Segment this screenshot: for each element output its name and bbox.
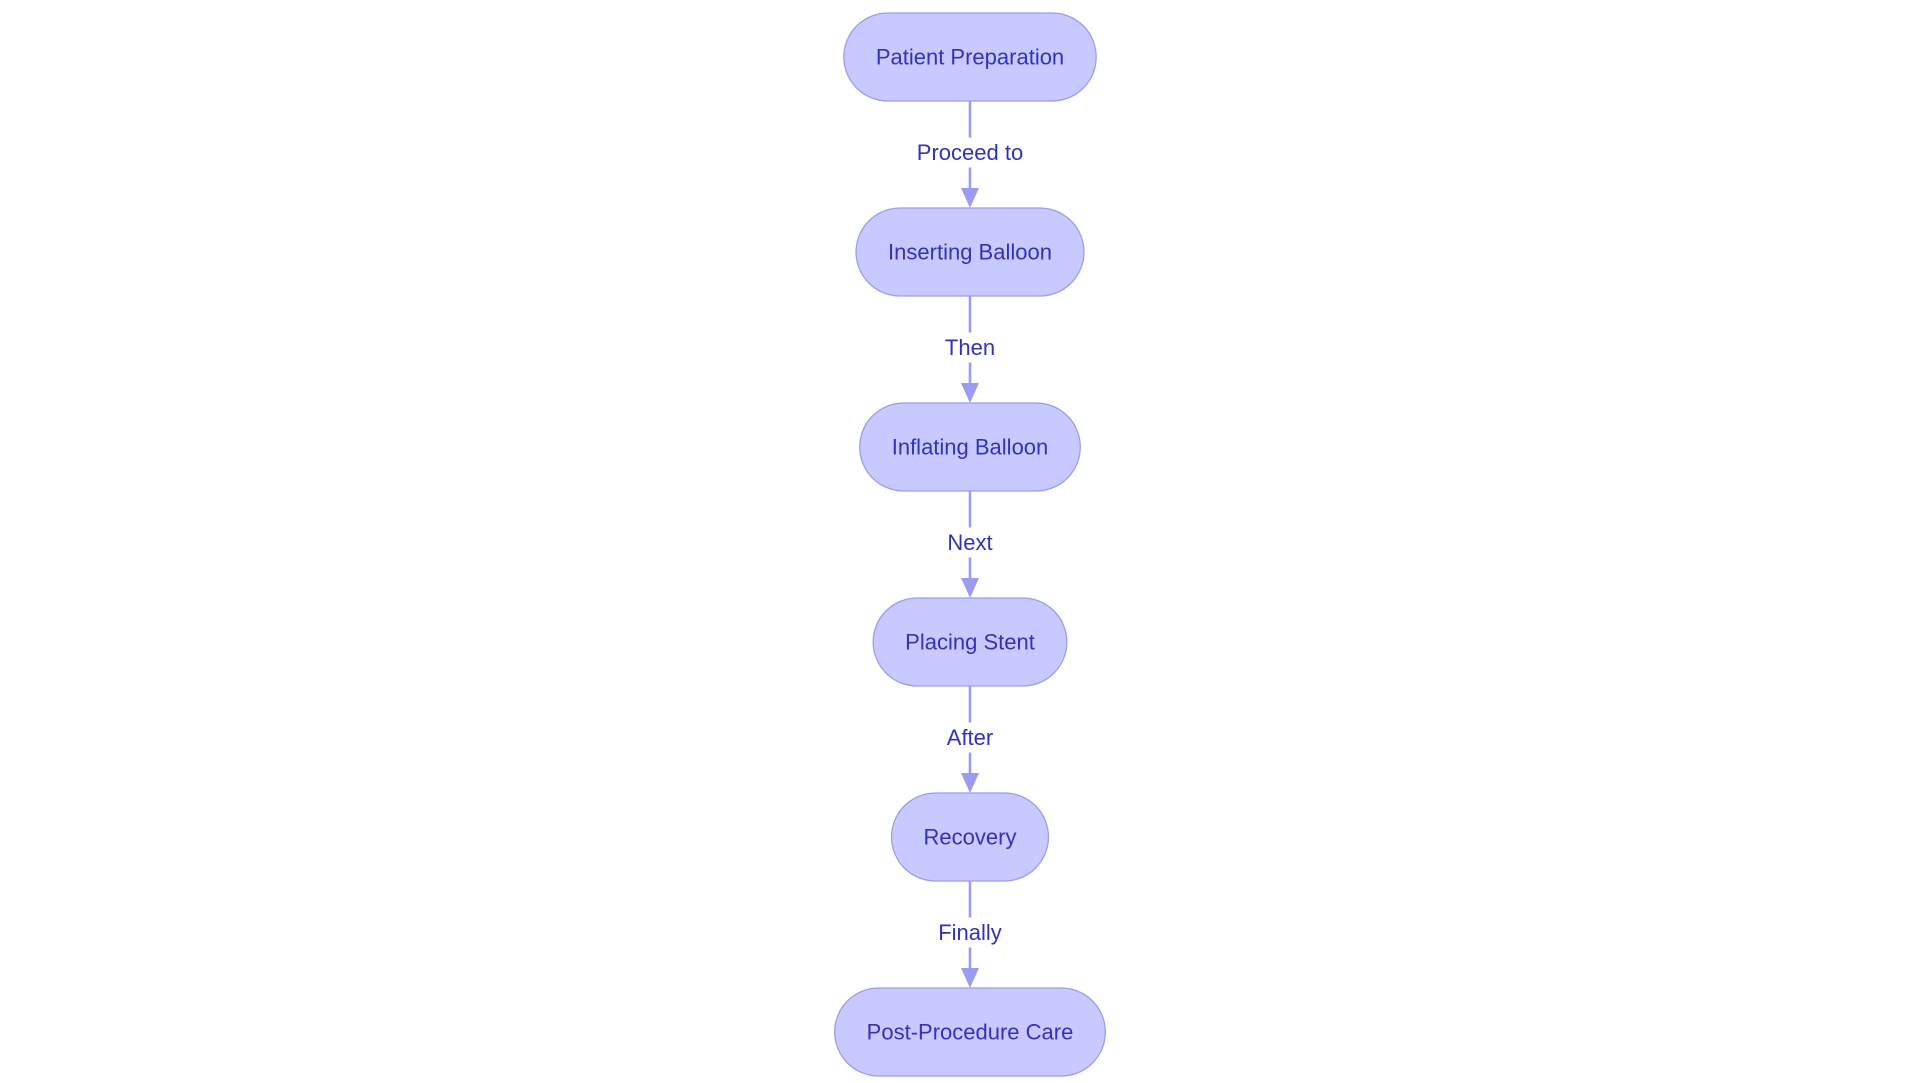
node-label: Placing Stent (905, 630, 1035, 655)
node-shape (834, 987, 1106, 1077)
node-shape (843, 12, 1097, 102)
edge-label-background (940, 332, 1000, 363)
node-label: Inflating Balloon (892, 435, 1049, 460)
node-patient-preparation: Patient Preparation (843, 12, 1097, 102)
edge-placing-stent-to-recovery: After (942, 686, 998, 793)
arrow-head-icon (961, 968, 979, 988)
arrow-head-icon (961, 773, 979, 793)
edge-label: After (947, 725, 993, 750)
node-inserting-balloon: Inserting Balloon (855, 207, 1085, 297)
node-shape (859, 402, 1081, 492)
edge-label: Then (945, 335, 995, 360)
edge-inserting-balloon-to-inflating-balloon: Then (940, 296, 1000, 403)
node-inflating-balloon: Inflating Balloon (859, 402, 1081, 492)
node-post-procedure-care: Post-Procedure Care (834, 987, 1106, 1077)
node-placing-stent: Placing Stent (872, 597, 1068, 687)
edge-inflating-balloon-to-placing-stent: Next (943, 491, 997, 598)
node-shape (855, 207, 1085, 297)
node-shape (872, 597, 1068, 687)
node-label: Patient Preparation (876, 45, 1064, 70)
edge-label-background (912, 137, 1028, 168)
node-label: Post-Procedure Care (867, 1020, 1074, 1045)
arrow-head-icon (961, 383, 979, 403)
node-label: Recovery (924, 825, 1017, 850)
edge-recovery-to-post-procedure-care: Finally (934, 881, 1006, 988)
edge-label-background (934, 917, 1006, 948)
node-recovery: Recovery (890, 792, 1050, 882)
edge-label-background (942, 722, 998, 753)
arrow-head-icon (961, 188, 979, 208)
arrow-head-icon (961, 578, 979, 598)
edge-label: Next (947, 530, 992, 555)
edge-label: Finally (938, 920, 1002, 945)
node-shape (890, 792, 1050, 882)
edge-patient-preparation-to-inserting-balloon: Proceed to (912, 101, 1028, 208)
edge-label: Proceed to (917, 140, 1023, 165)
node-label: Inserting Balloon (888, 240, 1052, 265)
edge-label-background (943, 527, 997, 558)
